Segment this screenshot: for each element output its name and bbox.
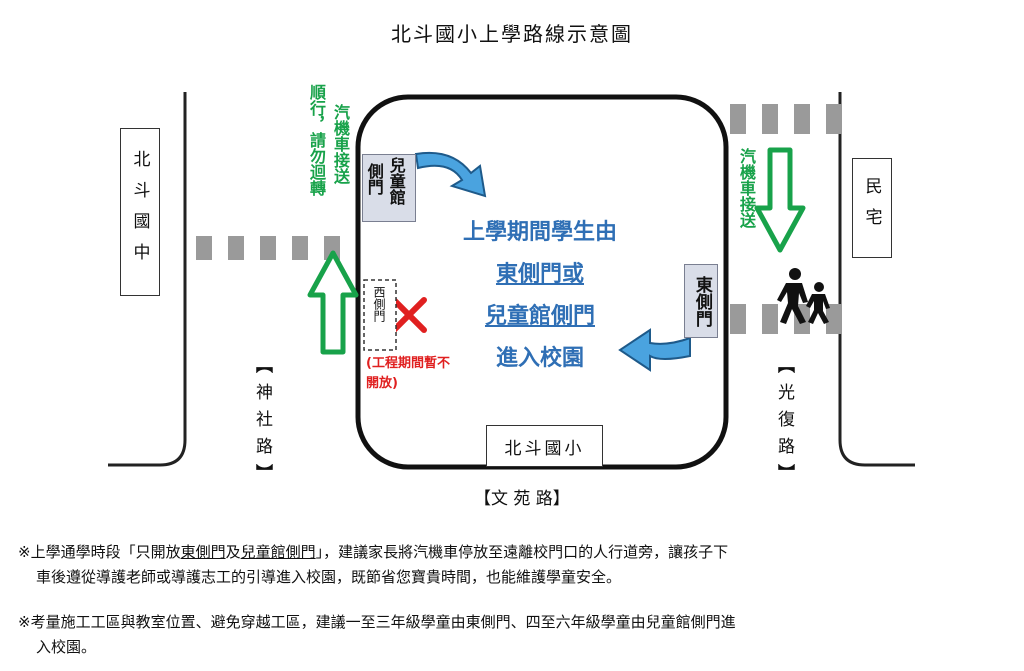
wenyuan-road-label: 【文 苑 路】 bbox=[474, 489, 570, 509]
center-line-3: 兒童館側門 bbox=[484, 304, 595, 329]
footnote-1-part-b: 」，建議家長將汽機車停放至遠離校門口的人行道旁，讓孩子下 bbox=[315, 543, 729, 561]
school-block bbox=[355, 94, 729, 470]
footnote-2: ※考量施工工區與教室位置、避免穿越工區，建議一至三年級學童由東側門、四至六年級學… bbox=[18, 610, 1008, 660]
west-gate-box bbox=[363, 279, 397, 351]
blue-arrow-hall bbox=[414, 151, 487, 198]
pedestrians-icon bbox=[777, 268, 830, 324]
road-bracket-bottom: 】 bbox=[774, 464, 794, 491]
footnote-1-line-1: ※上學通學時段「只開放東側門及兒童館側門」，建議家長將汽機車停放至遠離校門口的人… bbox=[18, 540, 1008, 565]
east-gate: 東側門 bbox=[684, 264, 718, 338]
right-green-note: 汽機車接送 bbox=[737, 148, 756, 228]
footnote-2-line-2: 入校園。 bbox=[36, 638, 97, 656]
center-line-1: 上學期間學生由 bbox=[462, 220, 617, 245]
left-crosswalk bbox=[196, 236, 340, 260]
left-road-curb bbox=[108, 92, 187, 467]
road-bracket-top: 【 bbox=[252, 356, 272, 383]
childrens-hall-gate: 兒童館 側門 bbox=[362, 154, 416, 222]
footnote-1-hall-gate: 兒童館側門 bbox=[240, 543, 316, 561]
west-gate-label: 西側門 bbox=[372, 286, 386, 322]
center-instruction: 上學期間學生由 東側門或 兒童館側門 進入校園 bbox=[420, 212, 660, 380]
right-road-curb bbox=[838, 92, 915, 467]
side-gate-text: 側門 bbox=[364, 163, 384, 195]
footnote-1: ※上學通學時段「只開放東側門及兒童館側門」，建議家長將汽機車停放至遠離校門口的人… bbox=[18, 540, 1008, 590]
center-line-4: 進入校園 bbox=[495, 346, 584, 371]
guangfu-road-text: 光復路 bbox=[774, 383, 794, 464]
shenshe-road-label: 【神社路】 bbox=[250, 356, 275, 491]
beidou-junior-high-label: 北斗國中 bbox=[120, 128, 160, 296]
road-bracket-top: 【 bbox=[774, 356, 794, 383]
footnote-2-line-1: ※考量施工工區與教室位置、避免穿越工區，建議一至三年級學童由東側門、四至六年級學… bbox=[18, 613, 736, 631]
blue-arrow-east bbox=[618, 328, 691, 372]
footnote-1-and: 及 bbox=[225, 543, 241, 561]
residence-label: 民宅 bbox=[852, 158, 892, 258]
page-title: 北斗國小上學路線示意圖 bbox=[391, 22, 633, 46]
footnote-1-east-gate: 東側門 bbox=[180, 543, 226, 561]
left-green-note-col1: 順行，請勿迴轉 bbox=[307, 84, 326, 196]
green-up-arrow bbox=[307, 250, 359, 355]
childrens-hall-text: 兒童館 bbox=[386, 157, 406, 205]
footnote-1-part-a: ※上學通學時段「只開放 bbox=[18, 543, 181, 561]
school-name-label: 北斗國小 bbox=[486, 425, 603, 467]
center-line-2: 東側門或 bbox=[495, 262, 584, 287]
guangfu-road-label: 【光復路】 bbox=[772, 356, 797, 491]
left-green-note-col2: 汽機車接送 bbox=[331, 104, 350, 184]
west-gate-closed-note: (工程期間暫不開放) bbox=[366, 356, 450, 391]
green-down-arrow bbox=[754, 147, 806, 253]
road-bracket-bottom: 】 bbox=[252, 464, 272, 491]
shenshe-road-text: 神社路 bbox=[252, 383, 272, 464]
right-top-crosswalk bbox=[730, 104, 842, 134]
red-x-icon bbox=[391, 297, 427, 333]
footnote-1-line-2: 車後遵從導護老師或導護志工的引導進入校園，既節省您寶貴時間，也能維護學童安全。 bbox=[36, 568, 622, 586]
